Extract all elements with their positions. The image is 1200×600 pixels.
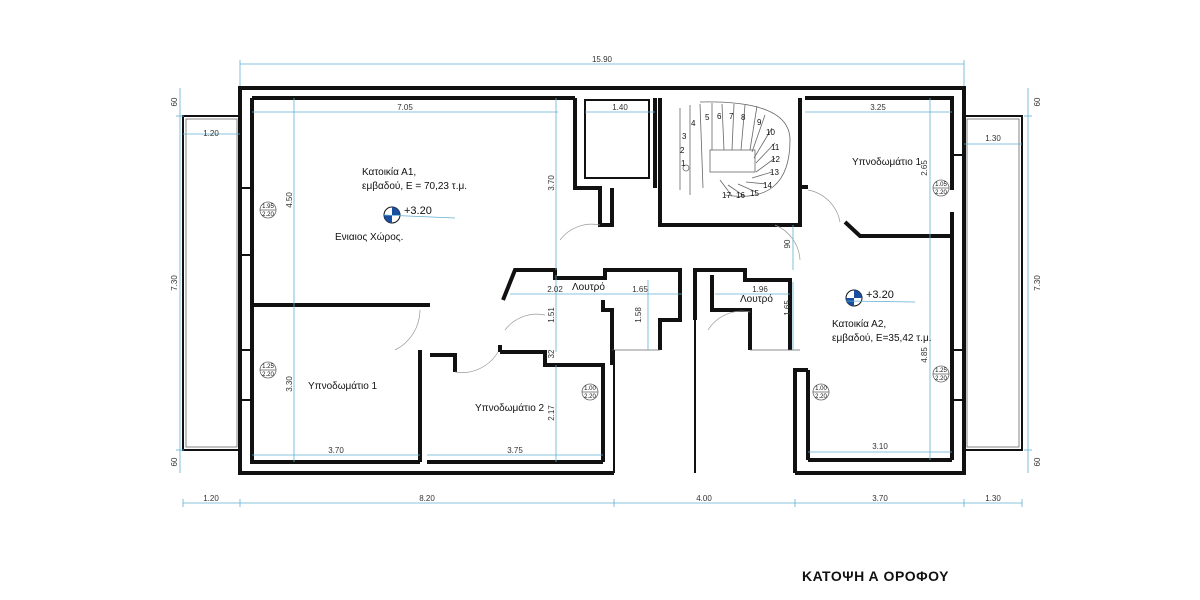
stair-step-number: 17 [722, 191, 731, 200]
dim-overall-top: 15.90 [592, 55, 613, 64]
dim-living-width: 7.05 [397, 103, 413, 112]
window-marker-1: 1.95 2.20 [259, 201, 277, 219]
stair-step-number: 2 [680, 146, 685, 155]
dim-bottom-820: 8.20 [419, 494, 435, 503]
dimension-lines [176, 60, 1032, 507]
dim-right-730: 7.30 [1033, 275, 1042, 291]
stair-step-number: 13 [770, 168, 779, 177]
window-marker-4: 1.05 2.20 [932, 179, 950, 197]
stair-step-number: 5 [705, 113, 710, 122]
room-labels: Κατοικία Α1, εμβαδού, Ε = 70,23 τ.μ. Ενι… [308, 156, 932, 414]
stair-step-number: 15 [750, 189, 759, 198]
stair-step-number: 9 [757, 118, 762, 127]
stair-step-number: 8 [741, 113, 746, 122]
dim-left-60-top: 60 [170, 97, 179, 106]
dim-bedroom-right-width: 3.25 [870, 103, 886, 112]
dim-bath-right-width: 1.96 [752, 285, 768, 294]
window-5-bottom: 2.20 [815, 394, 827, 400]
dim-a2-width: 3.10 [872, 442, 888, 451]
window-1-top: 1.95 [262, 204, 274, 210]
dim-bed2-width: 3.75 [507, 446, 523, 455]
stair-step-number: 3 [682, 132, 687, 141]
dim-left-60-bottom: 60 [170, 457, 179, 466]
level-a1: +3.20 [404, 205, 432, 217]
room-bedroom1-left: Υπνοδωμάτιο 1 [308, 380, 378, 392]
stair-step-number: 10 [766, 128, 775, 137]
exterior-walls [238, 86, 966, 475]
dim-bed1-height: 3.30 [285, 376, 294, 392]
window-markers: 1.95 2.20 1.25 2.20 1.00 2.20 1.05 2.20 … [259, 179, 950, 401]
window-marker-2: 1.25 2.20 [259, 361, 277, 379]
room-bath-left: Λουτρό [572, 281, 605, 293]
window-marker-6: 1.25 2.20 [932, 365, 950, 383]
dim-bath-height: 1.58 [634, 307, 643, 323]
room-bedroom2: Υπνοδωμάτιο 2 [475, 402, 545, 414]
window-2-top: 1.25 [262, 364, 274, 370]
stair-step-number: 1 [681, 159, 686, 168]
level-marker-a2: +3.20 [845, 289, 916, 307]
drawing-title: ΚΑΤΟΨΗ Α ΟΡΟΦΟΥ [802, 568, 950, 584]
level-marker-a1: +3.20 [383, 205, 456, 224]
balcony-left [182, 115, 241, 451]
dim-a2-height: 4.85 [920, 347, 929, 363]
window-3-bottom: 2.20 [584, 394, 596, 400]
window-1-bottom: 2.20 [262, 212, 274, 218]
room-bedroom1-right: Υπνοδωμάτιο 1 [852, 156, 922, 168]
stair-step-number: 6 [717, 112, 722, 121]
room-bath-right: Λουτρό [740, 293, 773, 305]
window-3-top: 1.00 [584, 386, 596, 392]
dim-corridor-height: 3.70 [547, 175, 556, 191]
window-marker-5: 1.00 2.20 [812, 383, 830, 401]
dim-bath-right-height: 1.65 [783, 300, 792, 316]
window-6-bottom: 2.20 [935, 376, 947, 382]
dim-left-730: 7.30 [170, 275, 179, 291]
dim-balcony-right-top: 1.30 [985, 134, 1001, 143]
dim-bottom-370: 3.70 [872, 494, 888, 503]
dim-bed2-height: 2.17 [547, 405, 556, 421]
level-a2: +3.20 [866, 289, 894, 301]
stair-step-number: 16 [736, 191, 745, 200]
door-swings [394, 189, 841, 373]
window-6-top: 1.25 [935, 368, 947, 374]
balcony-right [963, 115, 1023, 451]
dim-bottom-400: 4.00 [696, 494, 712, 503]
dim-bath-gap: 32 [547, 349, 556, 358]
dimension-texts: 15.90 1.20 1.30 7.05 1.40 3.25 1.20 8.20… [170, 55, 1042, 503]
stair-step-number: 4 [691, 119, 696, 128]
window-4-bottom: 2.20 [935, 190, 947, 196]
dim-balcony-left-top: 1.20 [203, 129, 219, 138]
dim-bottom-left: 1.20 [203, 494, 219, 503]
dim-right-60-bottom: 60 [1033, 457, 1042, 466]
stair-step-number: 11 [771, 143, 780, 152]
room-a1-name: Κατοικία Α1, [362, 166, 416, 178]
dim-bath-height-2: 1.51 [547, 307, 556, 323]
window-5-top: 1.00 [815, 386, 827, 392]
window-4-top: 1.05 [935, 182, 947, 188]
dim-bath-width-2: 1.65 [632, 285, 648, 294]
stair-step-number: 7 [729, 112, 734, 121]
staircase [679, 101, 791, 197]
room-living: Ενιαιος Χώρος. [335, 231, 403, 243]
dim-bottom-right: 1.30 [985, 494, 1001, 503]
room-a2-name: Κατοικία Α2, [832, 318, 886, 330]
stair-step-number: 12 [771, 155, 780, 164]
interior-walls [252, 98, 952, 473]
dim-stair-gap: 90 [783, 239, 792, 248]
room-a2-area: εμβαδού, Ε=35,42 τ.μ. [832, 332, 932, 344]
room-a1-area: εμβαδού, Ε = 70,23 τ.μ. [362, 180, 467, 192]
dim-bath-width: 2.02 [547, 285, 563, 294]
window-marker-3: 1.00 2.20 [581, 383, 599, 401]
dim-bedroom-right-height: 2.65 [920, 160, 929, 176]
stair-step-number: 14 [763, 181, 772, 190]
window-2-bottom: 2.20 [262, 372, 274, 378]
dim-living-height: 4.50 [285, 192, 294, 208]
dim-right-60-top: 60 [1033, 97, 1042, 106]
dim-bed1-width: 3.70 [328, 446, 344, 455]
dim-stair-width: 1.40 [612, 103, 628, 112]
